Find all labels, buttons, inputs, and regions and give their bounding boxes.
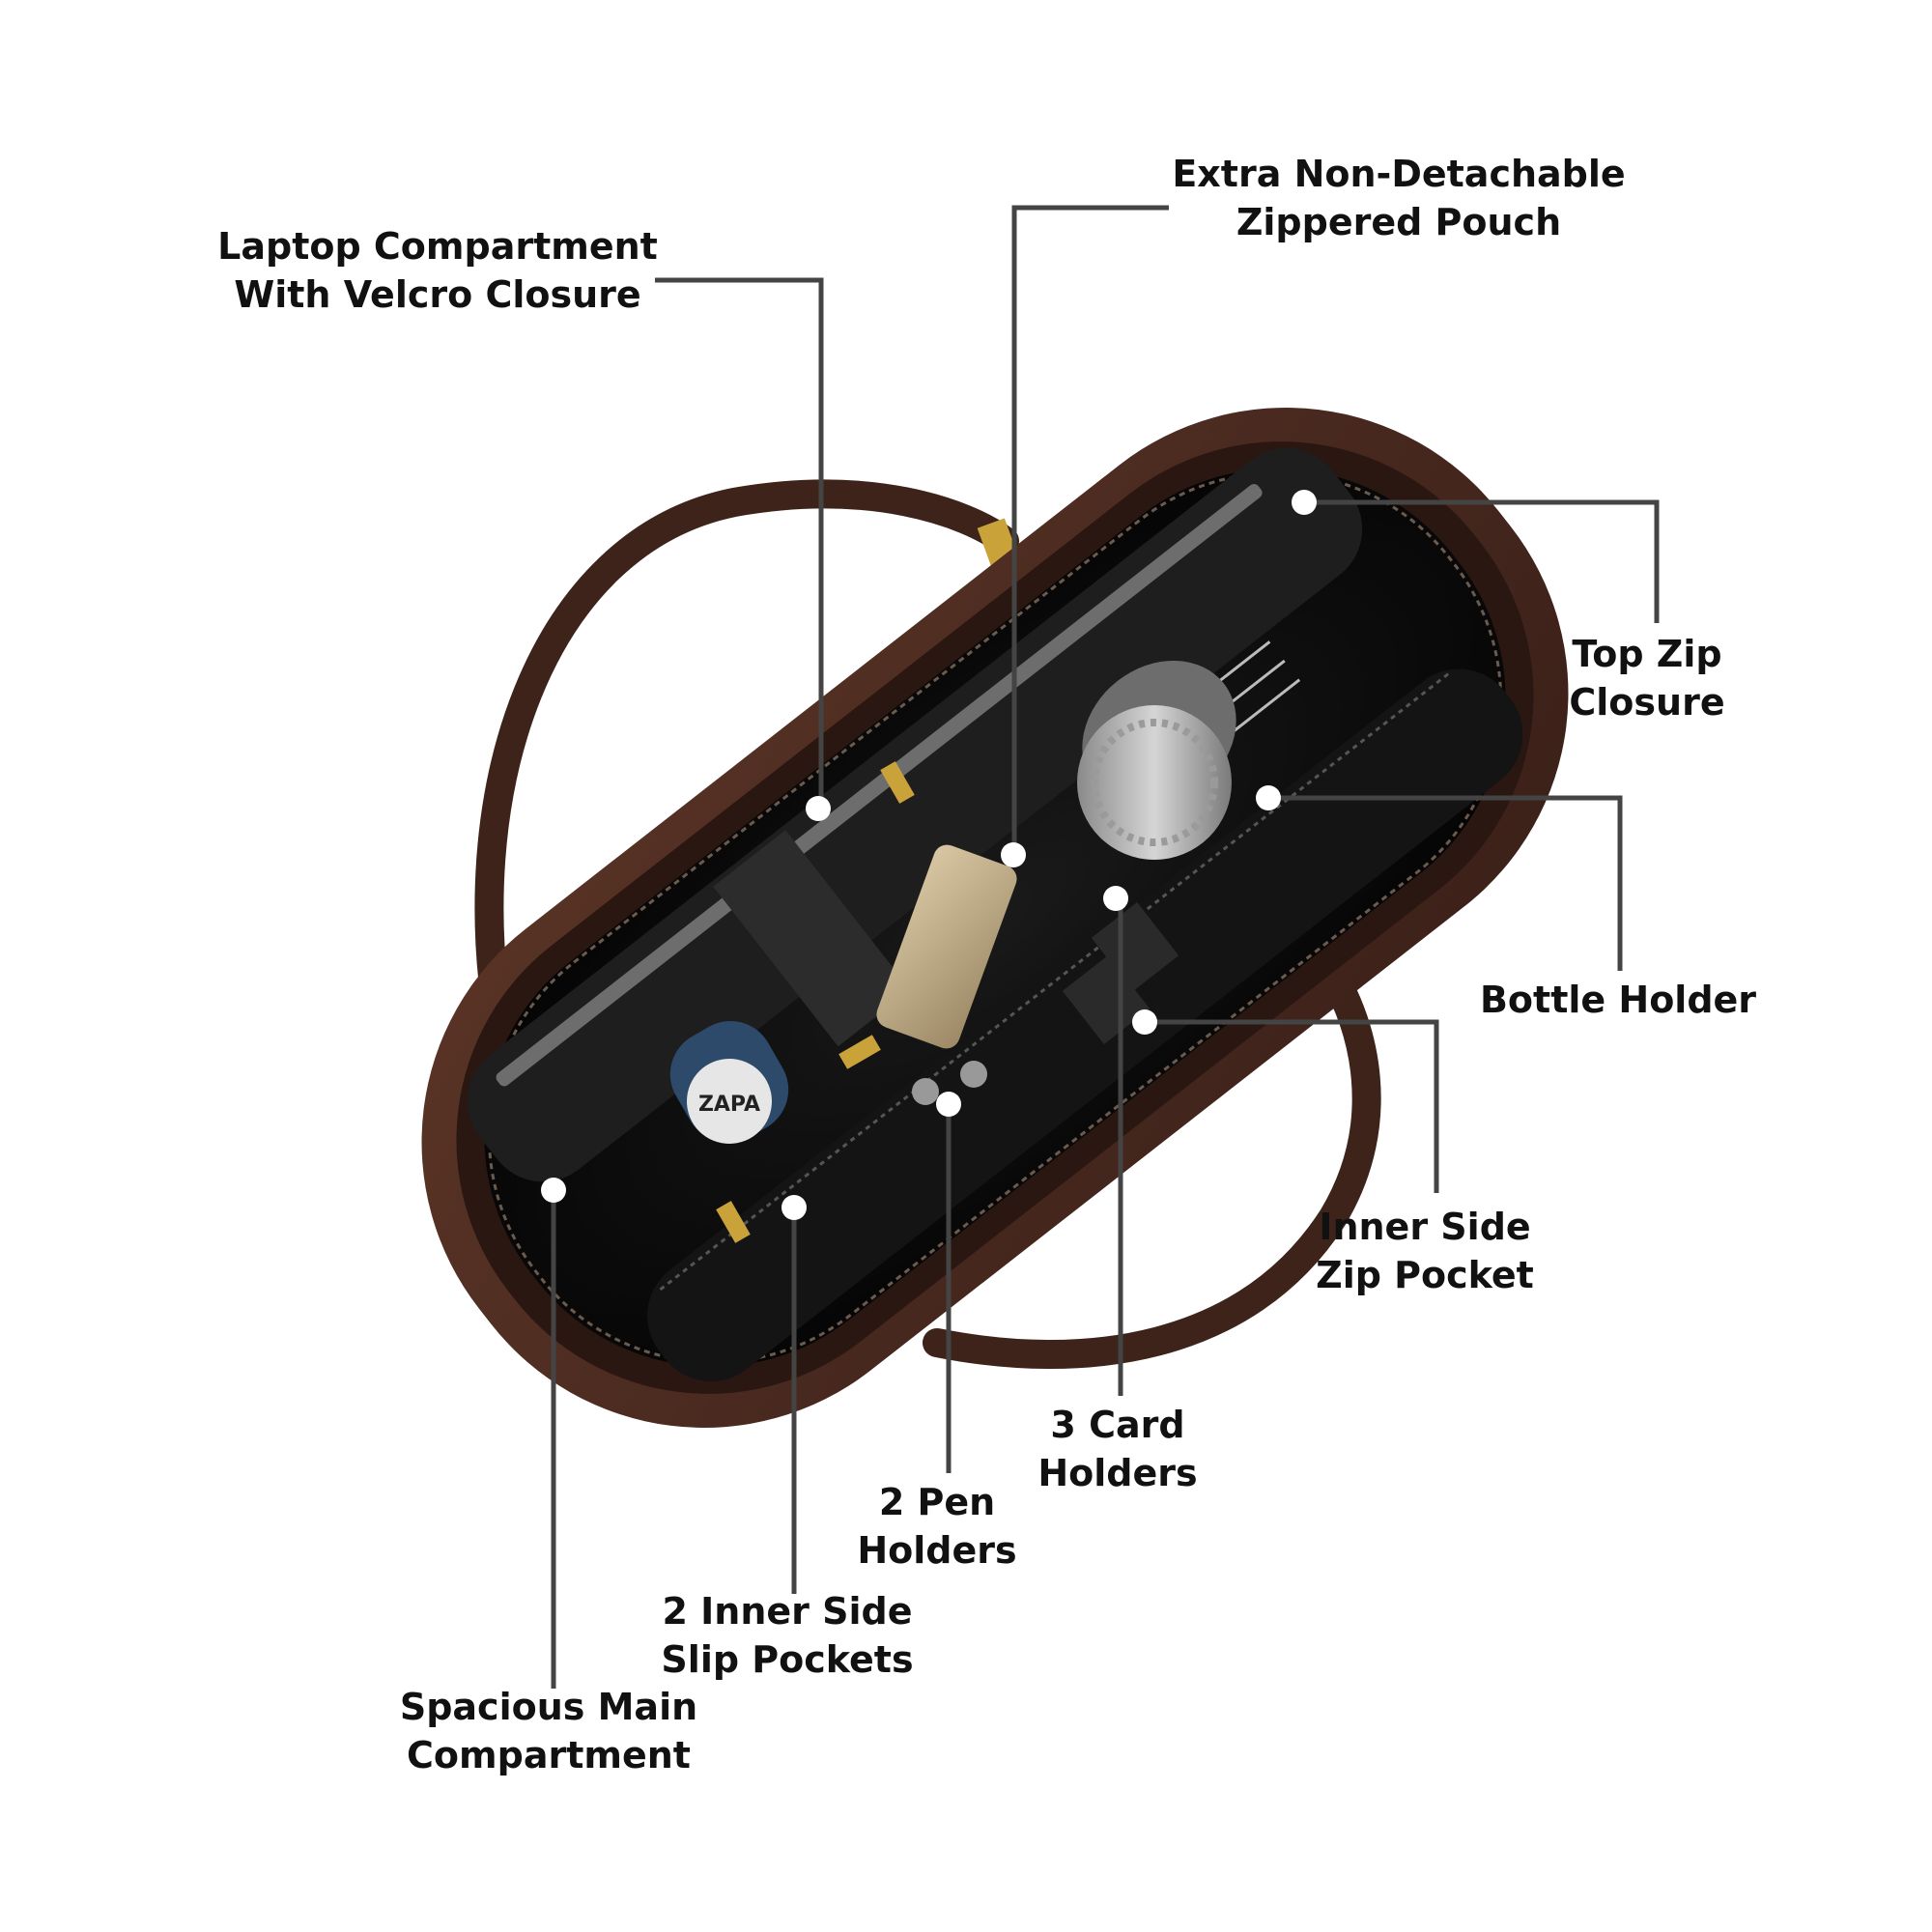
bottle [1077, 660, 1236, 860]
leader-line-inner-zip [1147, 1019, 1439, 1193]
dot-laptop [806, 796, 831, 821]
dot-cards [1103, 886, 1128, 911]
bag-contents: ZAPA [669, 660, 1236, 1243]
dot-bottle [1256, 785, 1281, 810]
leader-line-pouch [1011, 205, 1169, 855]
leader-line-top-zip [1307, 499, 1660, 623]
zapa-bottle: ZAPA [669, 1021, 789, 1144]
leader-line-laptop [655, 277, 824, 809]
callout-dots [541, 490, 1317, 1220]
phone [876, 844, 1017, 1049]
bottle-brand-text: ZAPA [698, 1093, 760, 1117]
dot-inner-zip [1132, 1009, 1157, 1035]
dot-slip [781, 1195, 807, 1220]
dot-pouch [1001, 842, 1026, 867]
dot-main [541, 1178, 566, 1203]
dot-top-zip [1292, 490, 1317, 515]
label-bottle-holder: Bottle Holder [1479, 979, 1757, 1021]
leader-line-bottle [1270, 795, 1623, 971]
dot-pens [936, 1092, 961, 1117]
